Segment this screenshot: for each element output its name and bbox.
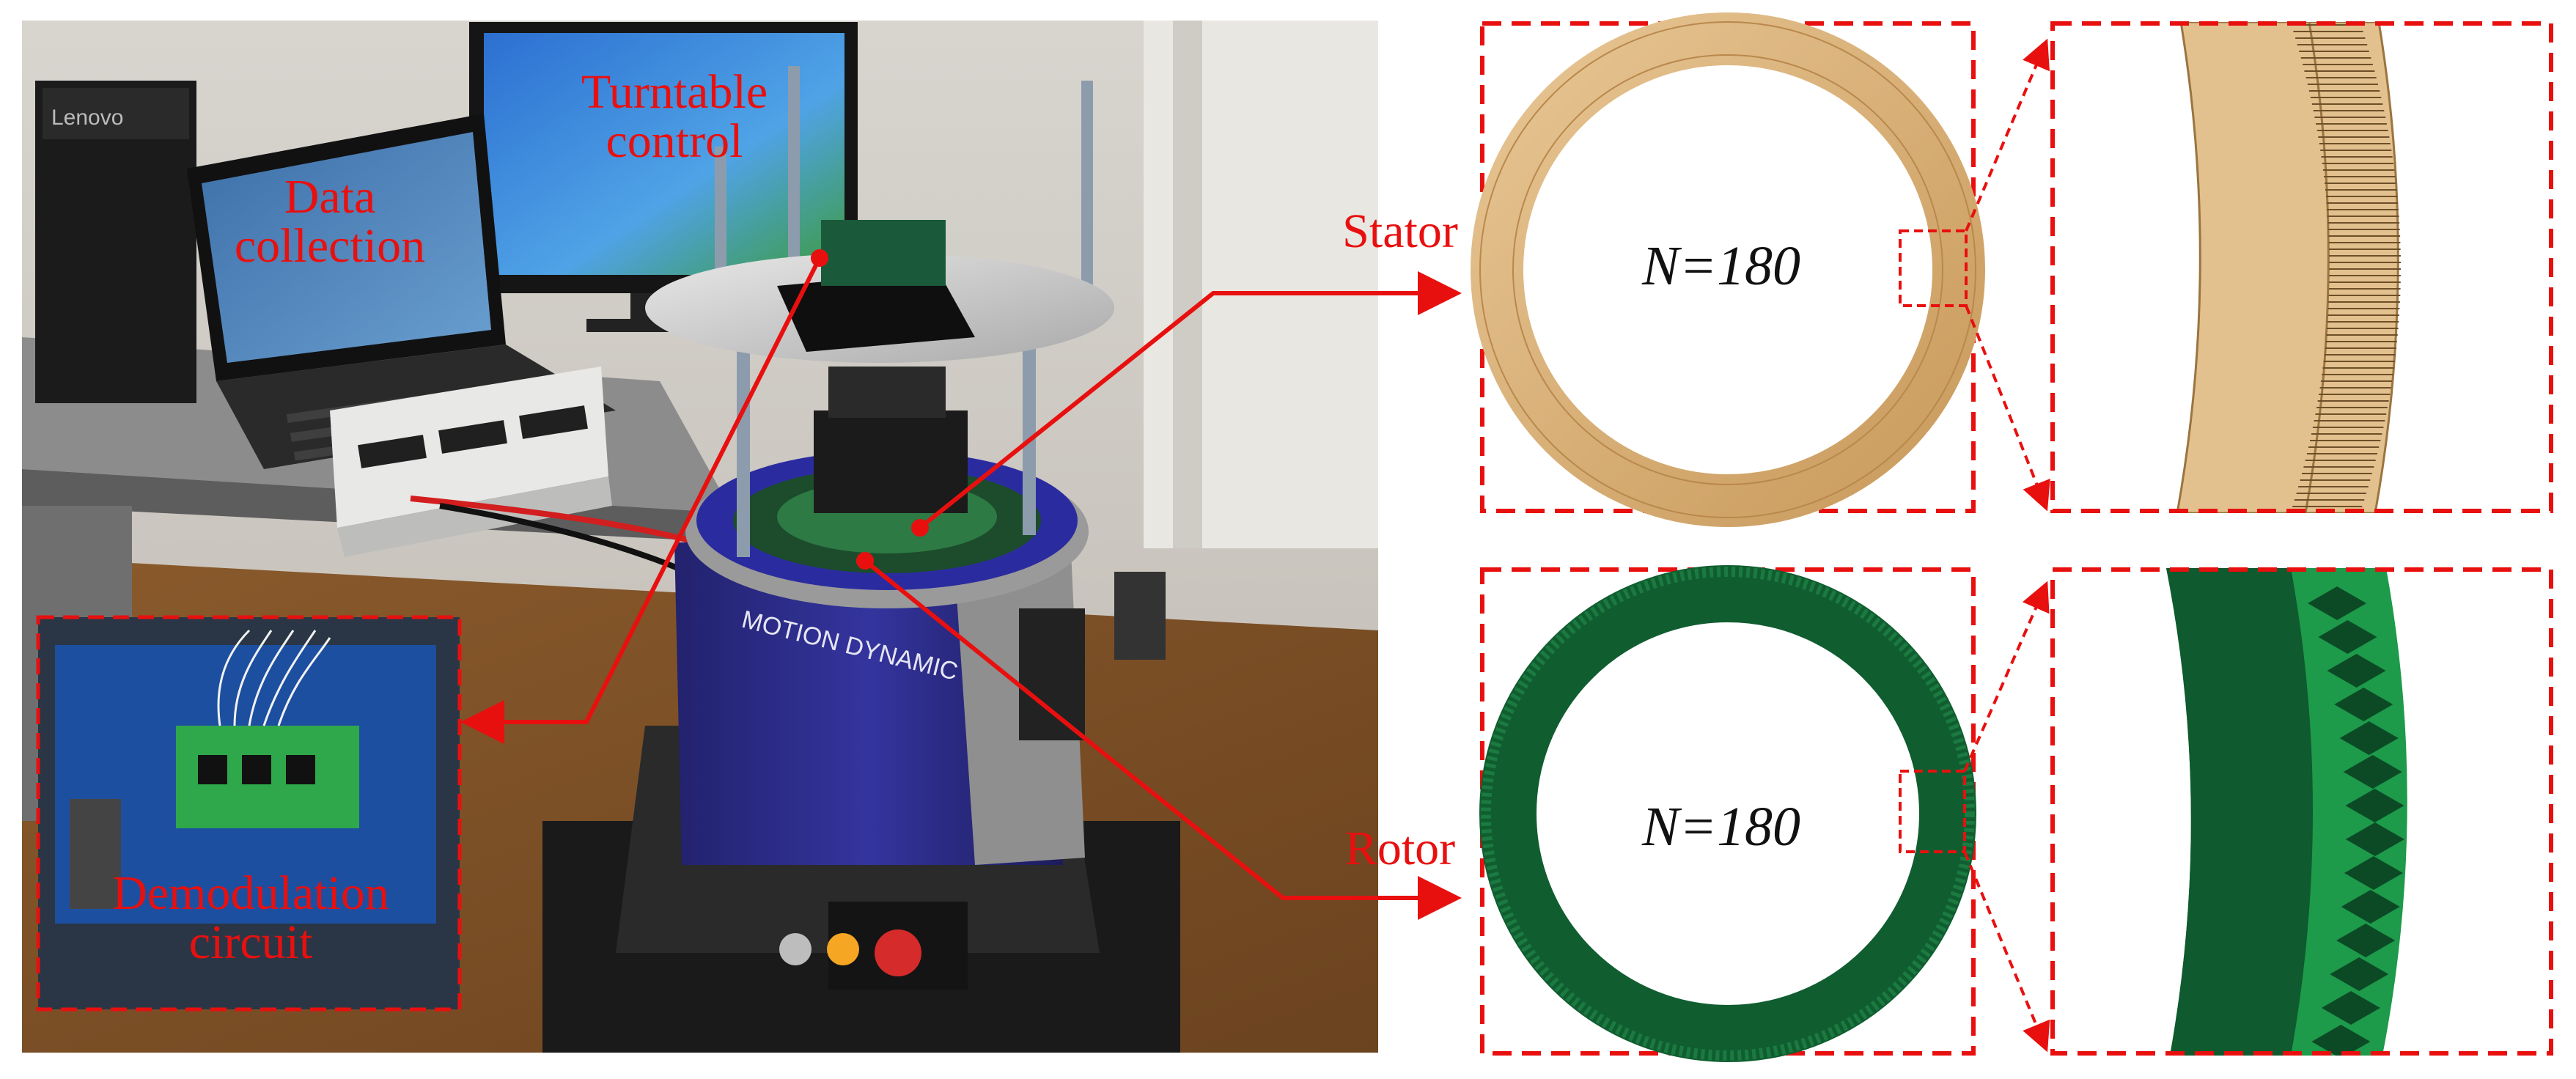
stator-zoom-band (2176, 22, 2399, 513)
rotor-teeth (2308, 586, 2404, 1056)
stator-zoom-connector-bottom (1965, 305, 2050, 512)
rotor-zoom-frame (2050, 567, 2553, 1056)
setup-photo: Lenovo (22, 21, 1378, 1053)
rotor-zoom-box (1899, 770, 1966, 853)
callout-line-to-stator (919, 271, 1462, 530)
rotor-zoom-connector-bottom (1963, 851, 2050, 1053)
demodulation-circuit-inset (36, 615, 462, 1012)
desktop-tower: Lenovo (35, 81, 196, 403)
rotor-label: Rotor (1344, 822, 1456, 875)
tower-brand-text: Lenovo (51, 106, 123, 130)
turntable: MOTION DYNAMIC (542, 66, 1180, 1053)
rotor-panel (1479, 565, 1976, 1062)
rotor-n-label: N=180 (1642, 796, 1800, 858)
data-collection-label: Data collection (234, 170, 426, 273)
stator-n-label: N=180 (1642, 235, 1800, 297)
stator-ring (1471, 12, 1985, 527)
rotor-ring (1479, 565, 1976, 1062)
stator-panel (1471, 12, 1985, 527)
stator-zoom-panel (2050, 21, 2553, 513)
stator-zoom-box (1899, 229, 1968, 307)
photo-callouts (460, 249, 1462, 920)
callout-line-to-rotor (864, 559, 1462, 920)
turntable-control-label: Turntable control (581, 65, 768, 169)
stator-zoom-connector-top (1965, 38, 2050, 232)
demodulation-circuit-label: Demodulation circuit (112, 866, 389, 970)
rotor-zoom-panel (2050, 567, 2553, 1056)
zoom-connectors (1963, 38, 2050, 1053)
power-supply (330, 367, 612, 557)
stator-label: Stator (1342, 205, 1458, 258)
callout-line-to-demodulation (460, 257, 822, 744)
rotor-zoom-connector-top (1963, 581, 2050, 772)
stator-zoom-frame (2050, 21, 2553, 513)
